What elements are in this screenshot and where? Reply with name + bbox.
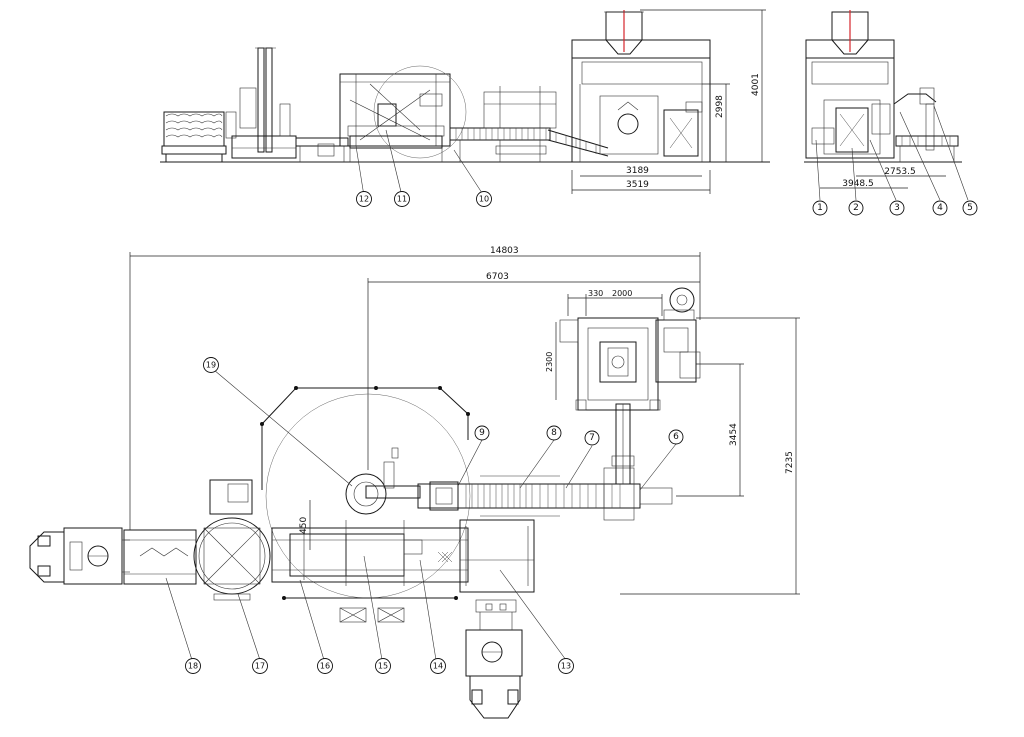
safety-fence xyxy=(261,387,469,490)
svg-text:5: 5 xyxy=(967,203,973,213)
dim-14803: 14803 xyxy=(490,246,519,256)
callout-15: 15 xyxy=(375,658,391,674)
callout-12: 12 xyxy=(356,191,372,207)
callout-7: 7 xyxy=(584,430,600,446)
callout-2: 2 xyxy=(848,200,864,216)
pallet-stack xyxy=(161,111,237,162)
svg-text:19: 19 xyxy=(206,361,216,370)
dimension-lines-elevation xyxy=(571,9,766,194)
dim-2998: 2998 xyxy=(715,95,725,118)
svg-text:3: 3 xyxy=(894,203,900,213)
outfeed-conveyor xyxy=(123,529,197,585)
svg-text:16: 16 xyxy=(320,662,330,671)
callout-19: 19 xyxy=(203,357,219,373)
dim-2753-5: 2753.5 xyxy=(884,167,916,177)
dim-3948-5: 3948.5 xyxy=(842,179,874,189)
filling-machine xyxy=(571,10,711,163)
callout-18: 18 xyxy=(185,658,201,674)
svg-text:8: 8 xyxy=(551,428,557,438)
svg-text:10: 10 xyxy=(479,195,489,204)
dim-330: 330 xyxy=(588,289,603,298)
dim-3454: 3454 xyxy=(729,423,739,446)
plan-filling-machine xyxy=(559,287,701,411)
plan-view xyxy=(29,129,800,719)
callout-14: 14 xyxy=(430,658,446,674)
dim-6703: 6703 xyxy=(486,272,509,282)
svg-text:13: 13 xyxy=(561,662,571,671)
svg-text:2: 2 xyxy=(853,203,859,213)
svg-text:15: 15 xyxy=(378,662,388,671)
lift-tower xyxy=(231,47,297,159)
callout-3: 3 xyxy=(889,200,905,216)
svg-text:17: 17 xyxy=(255,662,265,671)
svg-text:18: 18 xyxy=(188,662,198,671)
callout-16: 16 xyxy=(317,658,333,674)
robot-base xyxy=(345,447,421,515)
plan-infeed-conveyor xyxy=(417,467,673,521)
pallet-entry-area xyxy=(459,519,535,593)
pallet-conveyor-line xyxy=(271,500,469,586)
turntable xyxy=(193,479,271,601)
dim-2000: 2000 xyxy=(612,289,632,298)
callout-8: 8 xyxy=(546,425,562,441)
plan-vertical-conveyor xyxy=(611,403,635,485)
dim-3519: 3519 xyxy=(626,180,649,190)
callout-11: 11 xyxy=(394,191,410,207)
dim-2300: 2300 xyxy=(545,352,554,372)
svg-text:7: 7 xyxy=(589,433,595,443)
dim-450: 450 xyxy=(299,517,309,534)
callout-5: 5 xyxy=(962,200,978,216)
roller-conveyor xyxy=(449,86,557,162)
svg-text:14: 14 xyxy=(433,662,443,671)
side-elevation-view: 4001 2998 3189 3519 xyxy=(160,9,770,194)
dim-4001: 4001 xyxy=(751,73,761,96)
low-conveyor xyxy=(295,137,349,162)
callout-6: 6 xyxy=(668,429,684,445)
svg-text:1: 1 xyxy=(817,203,823,213)
callout-1: 1 xyxy=(812,200,828,216)
svg-text:4: 4 xyxy=(937,203,943,213)
svg-text:11: 11 xyxy=(397,195,407,204)
dim-7235: 7235 xyxy=(785,451,795,474)
callout-17: 17 xyxy=(252,658,268,674)
forklift-bottom xyxy=(465,599,523,719)
end-elevation-view xyxy=(804,10,969,201)
forklift-left xyxy=(29,527,130,585)
callout-9: 9 xyxy=(474,425,490,441)
callout-4: 4 xyxy=(932,200,948,216)
svg-text:9: 9 xyxy=(479,428,485,438)
svg-text:12: 12 xyxy=(359,195,369,204)
dim-3189: 3189 xyxy=(626,166,649,176)
inclined-conveyor xyxy=(547,129,609,157)
callout-10: 10 xyxy=(476,191,492,207)
robot-palletizer xyxy=(339,65,467,162)
svg-text:6: 6 xyxy=(673,432,679,442)
callout-13: 13 xyxy=(558,658,574,674)
